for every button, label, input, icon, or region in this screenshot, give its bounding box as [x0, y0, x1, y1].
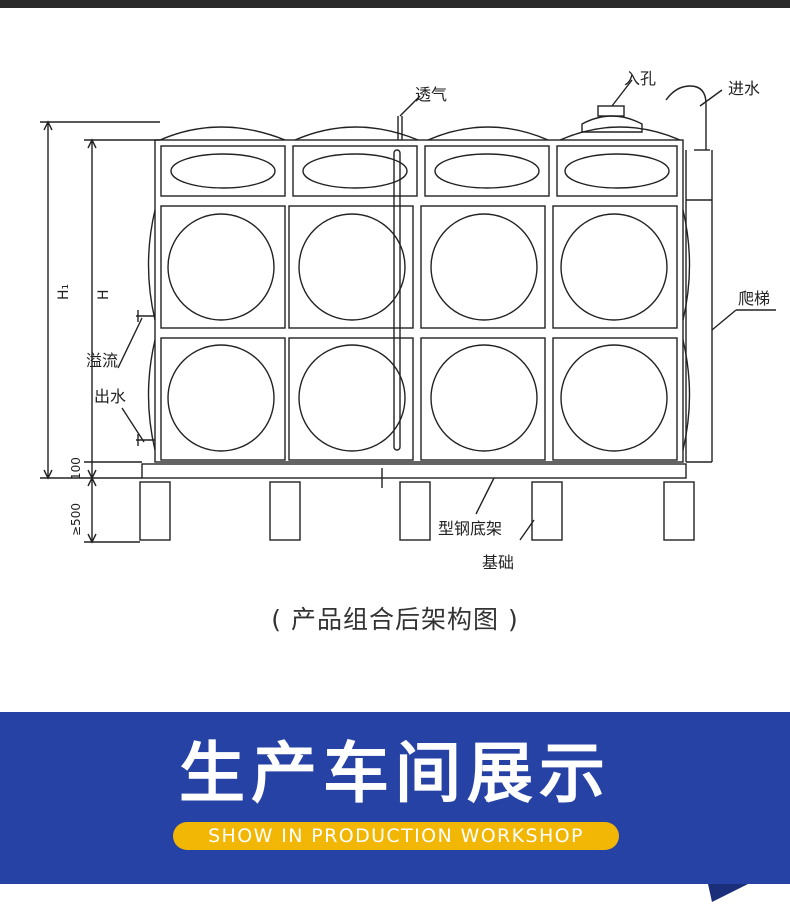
label-dim-100: 100	[69, 457, 83, 480]
tank-side-bulges	[147, 209, 691, 451]
water-tank-structure-diagram: 透气 入孔 进水 爬梯 溢流 出水 型钢底架 基础 H₁ H 100 ≥500	[40, 69, 776, 572]
tank-body	[154, 139, 684, 463]
label-h1: H₁	[56, 284, 72, 300]
label-foundation: 基础	[482, 553, 514, 572]
label-manhole: 入孔	[624, 69, 656, 88]
foundation-post	[269, 481, 301, 541]
label-ladder: 爬梯	[738, 289, 770, 308]
foundation-post	[139, 481, 171, 541]
inlet-pipe	[665, 85, 707, 150]
label-steel-frame: 型钢底架	[438, 519, 502, 538]
top-border-bar	[0, 0, 790, 8]
internal-pipe	[393, 149, 401, 451]
foundation-post	[531, 481, 563, 541]
banner-title: 生产车间展示	[179, 735, 611, 812]
label-vent: 透气	[415, 85, 447, 104]
tank-top-bulges	[159, 126, 681, 141]
label-h: H	[96, 289, 112, 300]
banner-subtitle: SHOW IN PRODUCTION WORKSHOP	[173, 822, 619, 850]
steel-base-frame	[141, 463, 687, 479]
workshop-banner: 生产车间展示 SHOW IN PRODUCTION WORKSHOP	[0, 712, 790, 884]
banner-notch-decoration	[708, 884, 748, 902]
label-outlet: 出水	[94, 387, 126, 406]
diagram-caption: ( 产品组合后架构图 )	[271, 605, 519, 634]
foundation-post	[663, 481, 695, 541]
label-inlet: 进水	[728, 79, 760, 98]
foundation-post	[399, 481, 431, 541]
label-overflow: 溢流	[86, 351, 118, 370]
label-dim-500: ≥500	[69, 503, 83, 536]
